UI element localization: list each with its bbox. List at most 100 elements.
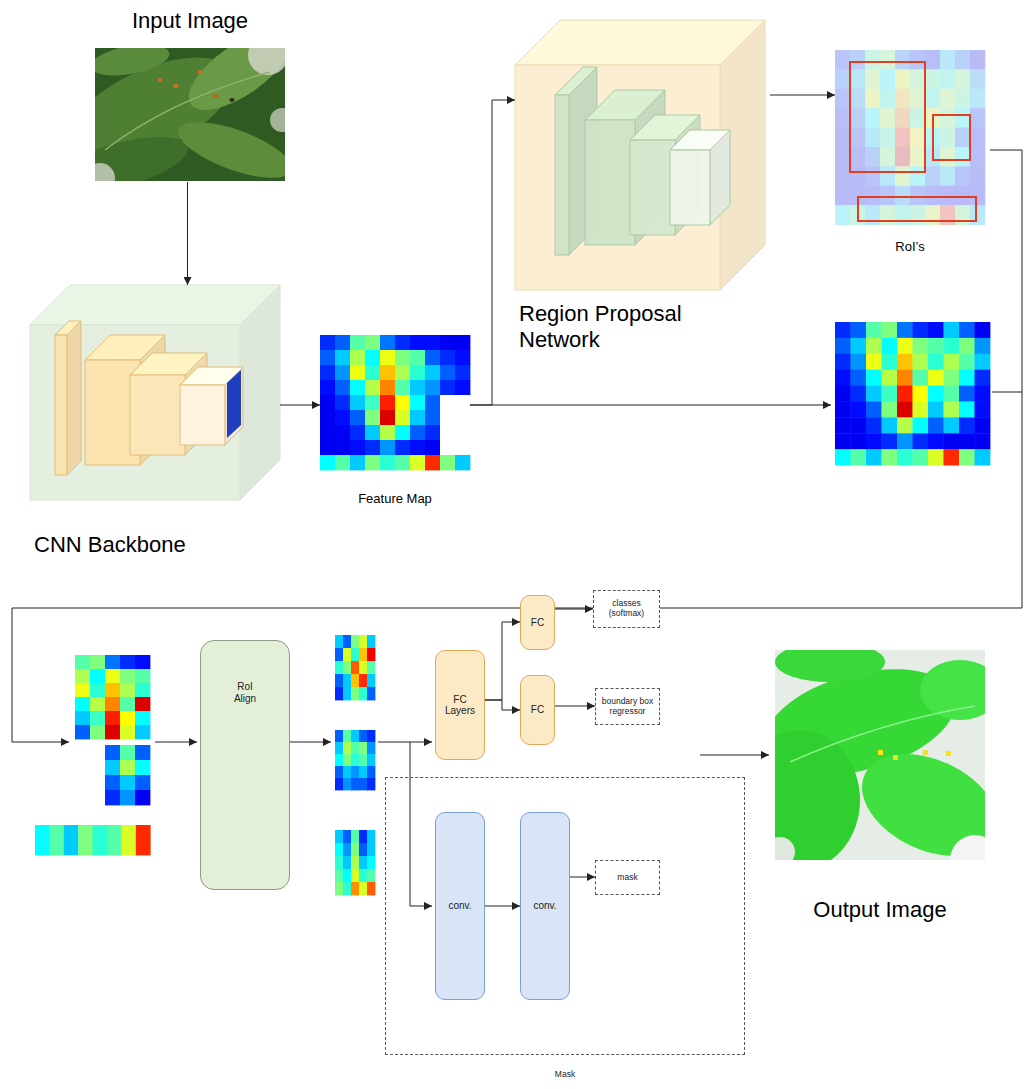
flow-arrow [700, 755, 769, 756]
heatmap-cell [335, 635, 343, 648]
heatmap-cell [913, 322, 929, 338]
heatmap-cell [135, 775, 150, 790]
heatmap-cell [367, 754, 375, 766]
heatmap-cell [351, 674, 359, 687]
heatmap-cell [367, 648, 375, 661]
heatmap-cell [975, 449, 991, 465]
heatmap-cell [835, 386, 851, 402]
roi-crop [35, 825, 151, 855]
heatmap-cell [135, 725, 150, 739]
leaf-spot [213, 94, 218, 98]
heatmap-cell [365, 425, 380, 440]
heatmap-cell [335, 380, 350, 395]
heatmap-cell [367, 635, 375, 648]
heatmap-cell [120, 725, 135, 739]
heatmap-cell [925, 89, 940, 109]
heatmap-cell [882, 402, 898, 418]
heatmap-cell [851, 338, 867, 354]
heatmap-cell [136, 825, 151, 855]
heatmap-cell [910, 166, 925, 186]
heatmap-cell [959, 386, 975, 402]
heatmap-cell [335, 742, 343, 754]
cnn-backbone: CNN Backbone [30, 285, 280, 557]
heatmap-cell [955, 186, 970, 206]
heatmap-cell [343, 730, 351, 742]
heatmap-cell [835, 322, 851, 338]
heatmap-cell [940, 50, 955, 70]
heatmap-cell [851, 386, 867, 402]
heatmap-cell [359, 648, 367, 661]
heatmap-cell [359, 869, 367, 882]
heatmap-cell [455, 455, 470, 470]
heatmap-cell [365, 380, 380, 395]
heatmap-cell [365, 395, 380, 410]
heatmap-cell [365, 335, 380, 350]
heatmap-cell [343, 778, 351, 790]
heatmap-cell [866, 449, 882, 465]
flow-arrow [12, 150, 1022, 742]
heatmap-cell [835, 166, 850, 186]
heatmap-cell [410, 380, 425, 395]
heatmap-cell [851, 433, 867, 449]
heatmap-cell [975, 338, 991, 354]
segmented-spot [923, 750, 928, 755]
heatmap-cell [910, 89, 925, 109]
roi-box [850, 62, 925, 172]
box-label: conv. [533, 900, 556, 912]
heatmap-cell [455, 350, 470, 365]
heatmap-cell [882, 449, 898, 465]
heatmap-cell [866, 338, 882, 354]
heatmap-cell [850, 147, 865, 167]
heatmap-cell [940, 89, 955, 109]
heatmap-cell [410, 365, 425, 380]
heatmap-cell [959, 433, 975, 449]
heatmap-cell [880, 69, 895, 89]
heatmap-cell [320, 410, 335, 425]
heatmap-cell [320, 395, 335, 410]
heatmap-cell [944, 402, 960, 418]
heatmap-cell [940, 147, 955, 167]
heatmap-cell [425, 335, 440, 350]
heatmap-cell [359, 882, 367, 895]
heatmap-cell [955, 147, 970, 167]
heatmap-cell [343, 766, 351, 778]
heatmap-cell [135, 683, 150, 697]
heatmap-cell [455, 335, 470, 350]
heatmap-cell [410, 350, 425, 365]
heatmap-cell [343, 830, 351, 843]
leaf-shape [775, 650, 885, 682]
heatmap-cell [395, 410, 410, 425]
heatmap-cell [895, 50, 910, 70]
flow-arrow [485, 906, 520, 907]
heatmap-cell [425, 425, 440, 440]
heatmap-cell [835, 186, 850, 206]
heatmap-cell [880, 50, 895, 70]
heatmap-cell [410, 335, 425, 350]
heatmap-cell [944, 386, 960, 402]
heatmap-cell [959, 338, 975, 354]
heatmap-cell [895, 166, 910, 186]
backbone-housing [30, 285, 280, 500]
heatmap-cell [335, 395, 350, 410]
heatmap-cell [350, 395, 365, 410]
heatmap-cell [320, 380, 335, 395]
fc-box: FC [520, 595, 555, 650]
heatmap-cell [351, 778, 359, 790]
figure-caption: Mask [555, 1070, 575, 1080]
heatmap-cell [850, 50, 865, 70]
heatmap-cell [367, 843, 375, 856]
heatmap-cell [880, 147, 895, 167]
heatmap-cell [882, 322, 898, 338]
feature-thumbnail [227, 370, 241, 438]
heatmap-cell [75, 725, 90, 739]
heatmap-cell [335, 455, 350, 470]
heatmap-cell [320, 335, 335, 350]
heatmap-cell [105, 683, 120, 697]
heatmap-cell [895, 89, 910, 109]
heatmap-cell [940, 186, 955, 206]
heatmap-cell [866, 402, 882, 418]
flow-arrow [485, 700, 520, 710]
heatmap-cell [90, 669, 105, 683]
heatmap-cell [925, 186, 940, 206]
flow-line [992, 392, 1022, 393]
